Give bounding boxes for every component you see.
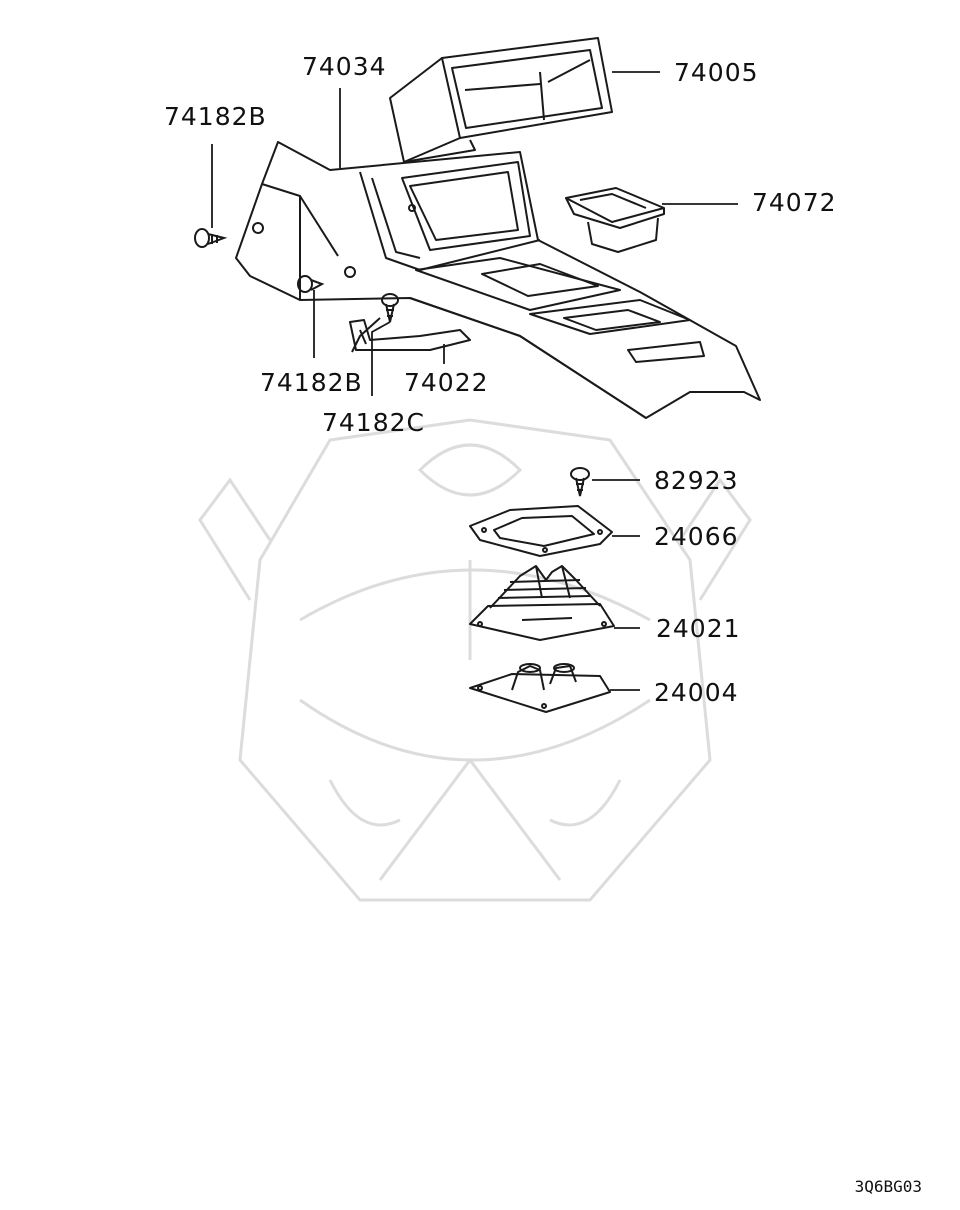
part-74022-bracket <box>349 319 471 351</box>
screw-82923 <box>570 467 590 497</box>
callout-24021: 24021 <box>656 614 741 643</box>
screw-74182B-bottom <box>297 275 325 293</box>
part-74005-box <box>389 37 613 163</box>
callout-74022: 74022 <box>404 368 489 397</box>
part-74034-console <box>235 141 761 419</box>
diagram-code: 3Q6BG03 <box>854 1177 922 1196</box>
part-74072-tray <box>565 187 665 253</box>
screw-74182B-left <box>194 228 228 248</box>
part-24066-retainer <box>469 505 613 557</box>
callout-74034: 74034 <box>302 52 387 81</box>
watermark-emblem <box>198 418 752 902</box>
callout-74182C: 74182C <box>322 408 425 437</box>
leader-74182C <box>371 321 391 396</box>
callout-24004: 24004 <box>654 678 739 707</box>
callout-74005: 74005 <box>674 58 759 87</box>
leader-lines <box>211 71 738 691</box>
callout-82923: 82923 <box>654 466 739 495</box>
callout-74072: 74072 <box>752 188 837 217</box>
callout-24066: 24066 <box>654 522 739 551</box>
part-24004-base <box>469 663 611 713</box>
callout-74182B-bottom: 74182B <box>260 368 363 397</box>
part-24021-boot <box>469 565 615 641</box>
callout-74182B-top: 74182B <box>164 102 267 131</box>
